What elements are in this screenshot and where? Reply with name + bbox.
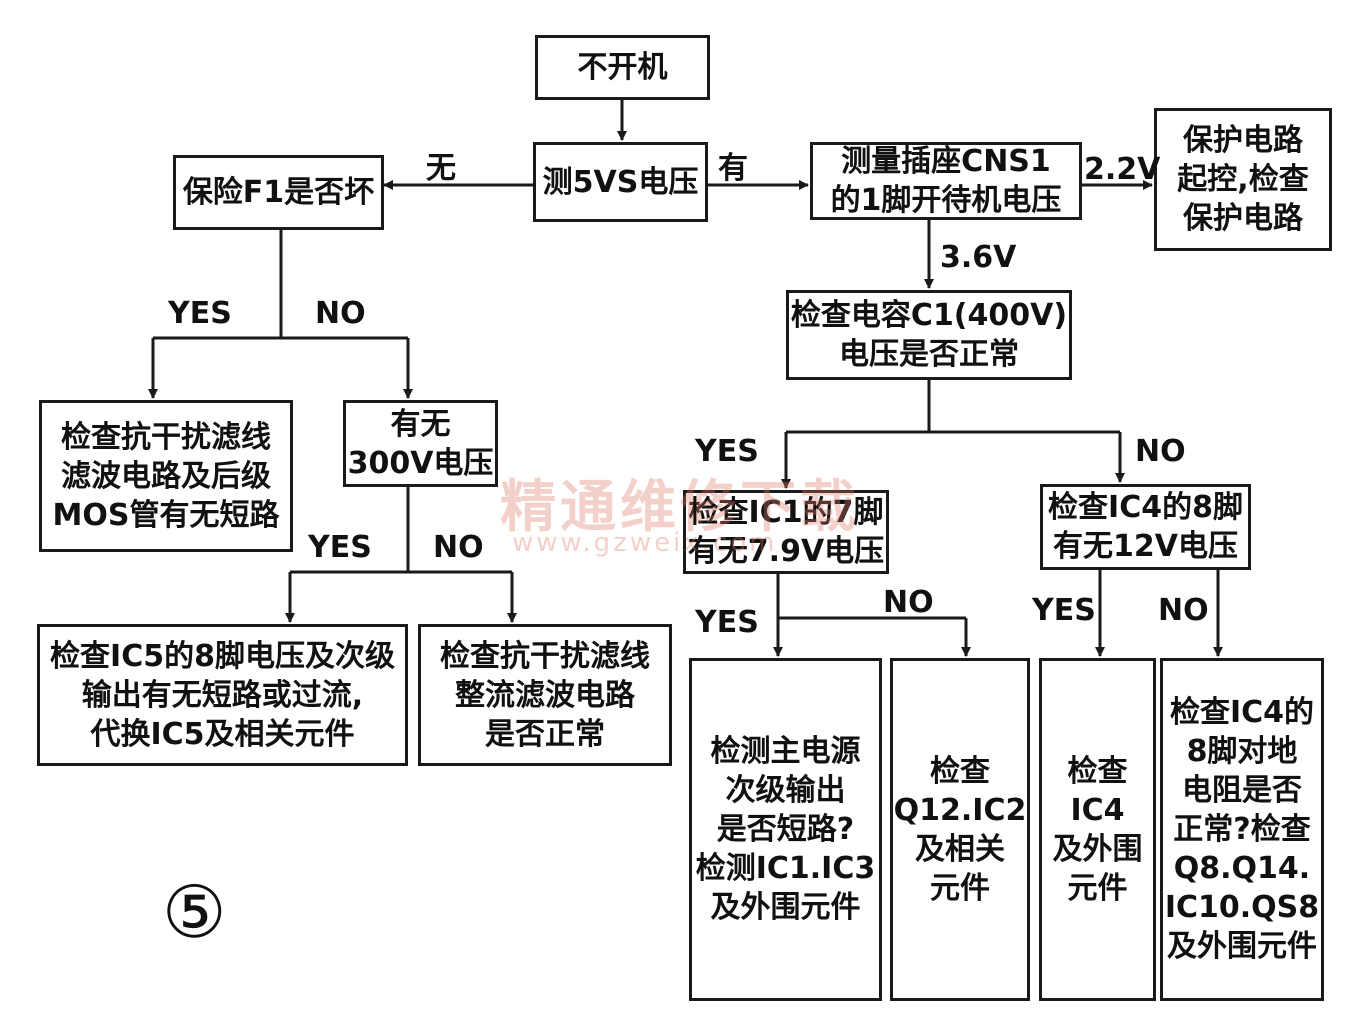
- node-check-ic4-ext: 检查IC4 及外围 元件: [1039, 658, 1156, 1001]
- node-check-ic5: 检查IC5的8脚电压及次级 输出有无短路或过流, 代换IC5及相关元件: [37, 624, 408, 766]
- watermark-url: www.gzweix.com: [512, 528, 778, 558]
- node-has-300v: 有无 300V电压: [343, 400, 498, 487]
- node-measure-cns1: 测量插座CNS1 的1脚开待机电压: [810, 142, 1082, 220]
- node-check-rectifier: 检查抗干扰滤线 整流滤波电路 是否正常: [418, 624, 672, 766]
- edge-label-no-c1: NO: [1135, 434, 1186, 469]
- node-check-ic4-pin8: 检查IC4的 8脚对地 电阻是否 正常?检查 Q8.Q14. IC10.QS8 …: [1160, 658, 1324, 1001]
- node-protect-circuit: 保护电路 起控,检查 保护电路: [1154, 108, 1332, 251]
- node-check-q12: 检查 Q12.IC2 及相关 元件: [890, 658, 1030, 1001]
- node-fuse-check: 保险F1是否坏: [173, 155, 384, 230]
- edge-label-3-6v: 3.6V: [940, 240, 1017, 275]
- node-check-ic4: 检查IC4的8脚 有无12V电压: [1040, 484, 1251, 570]
- edge-label-yes-ic4: YES: [1032, 593, 1096, 628]
- node-check-ic1: 检查IC1的7脚 有无7.9V电压: [683, 490, 889, 574]
- node-no-boot: 不开机: [535, 35, 710, 100]
- node-check-c1: 检查电容C1(400V) 电压是否正常: [786, 290, 1072, 380]
- edge-label-yes-fuse: YES: [168, 296, 232, 331]
- node-measure-5vs: 测5VS电压: [533, 142, 708, 222]
- edge-label-no-ic1: NO: [883, 585, 934, 620]
- watermark-text: 精通维修下载: [500, 474, 860, 540]
- edge-label-no-fuse: NO: [315, 296, 366, 331]
- figure-number: ⑤: [162, 870, 227, 954]
- node-check-main-power: 检测主电源 次级输出 是否短路? 检测IC1.IC3 及外围元件: [689, 658, 882, 1001]
- edge-label-wu: 无: [426, 151, 456, 186]
- edge-label-no-300v: NO: [433, 530, 484, 565]
- edge-label-yes-ic1: YES: [695, 605, 759, 640]
- edge-label-you: 有: [718, 151, 748, 186]
- edge-label-no-ic4: NO: [1158, 593, 1209, 628]
- node-check-emi: 检查抗干扰滤线 滤波电路及后级 MOS管有无短路: [39, 400, 293, 552]
- edge-label-yes-300v: YES: [308, 530, 372, 565]
- edge-label-yes-c1: YES: [695, 434, 759, 469]
- edge-label-2-2v: 2.2V: [1084, 152, 1161, 187]
